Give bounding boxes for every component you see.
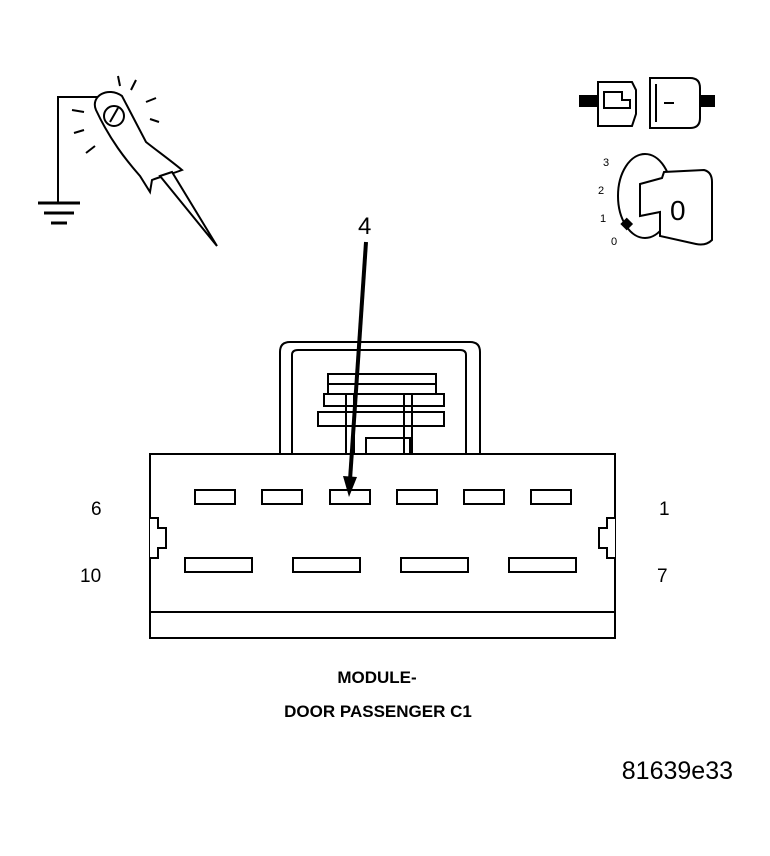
cavity-1 bbox=[530, 489, 572, 505]
callout-arrow bbox=[343, 241, 368, 497]
pin-label-7: 7 bbox=[657, 566, 668, 587]
ignition-pos-0: 0 bbox=[611, 236, 617, 248]
ignition-pos-1: 1 bbox=[600, 213, 606, 225]
disconnected-connector-icon bbox=[579, 77, 715, 129]
cavity-3 bbox=[396, 489, 438, 505]
connector-title-line2: DOOR PASSENGER C1 bbox=[284, 702, 472, 721]
connector-title-line1: MODULE- bbox=[337, 668, 416, 687]
pin-label-1: 1 bbox=[659, 499, 670, 520]
cavity-8 bbox=[400, 557, 469, 573]
pin-label-10: 10 bbox=[80, 566, 101, 587]
cavity-row-top bbox=[194, 489, 572, 505]
cavity-6 bbox=[194, 489, 236, 505]
ignition-pos-3: 3 bbox=[603, 157, 609, 169]
ignition-key-icon: 3 2 1 0 0 bbox=[598, 153, 713, 248]
cavity-10 bbox=[184, 557, 253, 573]
figure-id: 81639e33 bbox=[622, 757, 733, 785]
ground-icon bbox=[38, 201, 80, 225]
ignition-key-position: 0 bbox=[670, 195, 686, 226]
callout-number: 4 bbox=[358, 213, 371, 240]
cavity-7 bbox=[508, 557, 577, 573]
cavity-5 bbox=[261, 489, 303, 505]
pin-label-6: 6 bbox=[91, 499, 102, 520]
cavity-9 bbox=[292, 557, 361, 573]
cavity-2 bbox=[463, 489, 505, 505]
test-light-probe-icon bbox=[38, 75, 218, 247]
cavity-row-bottom bbox=[184, 557, 577, 573]
ignition-pos-2: 2 bbox=[598, 185, 604, 197]
